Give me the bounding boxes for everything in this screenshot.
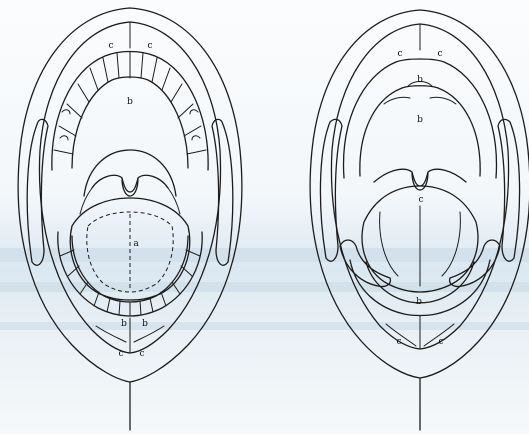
left-palatal-arch [84,150,176,196]
label-left-a-tongue: a [133,239,139,249]
right-tongue-side-left [380,212,398,276]
label-right-b-lower: b [416,297,422,307]
background-band [0,322,529,330]
right-upper-ridge-inner [360,86,480,176]
left-cheek-pad-right [212,119,233,265]
right-mouth-figure [310,10,529,430]
label-right-c-lower-left: c [396,337,401,347]
label-right-c-lower-right: c [438,337,443,347]
label-left-c-lower-right: c [139,349,144,359]
label-left-b-palate: b [127,97,133,107]
right-labels: c c b b c b c c [396,49,443,347]
right-soft-palate [374,169,466,186]
left-upper-arch-inner [72,77,188,168]
label-right-b-upper: b [417,75,423,85]
right-rugae-right [430,97,456,104]
label-left-b-lower-left: b [121,319,127,329]
label-left-c-lower-left: c [118,349,123,359]
background-band [0,282,529,292]
label-left-b-lower-right: b [142,319,148,329]
label-left-c-upper-left: c [108,41,113,51]
right-tongue-side-right [442,212,460,276]
left-mouth-figure [18,8,242,430]
label-right-c-upper-right: c [437,49,442,59]
background-band [0,248,529,262]
label-left-c-upper-right: c [147,41,152,51]
label-right-c-upper-left: c [397,49,402,59]
label-right-c-tongue: c [418,195,423,205]
left-soft-palate [92,175,168,192]
left-cheek-pad-left [27,119,48,265]
right-rugae-left [384,97,410,104]
label-right-b-palate: b [417,115,423,125]
